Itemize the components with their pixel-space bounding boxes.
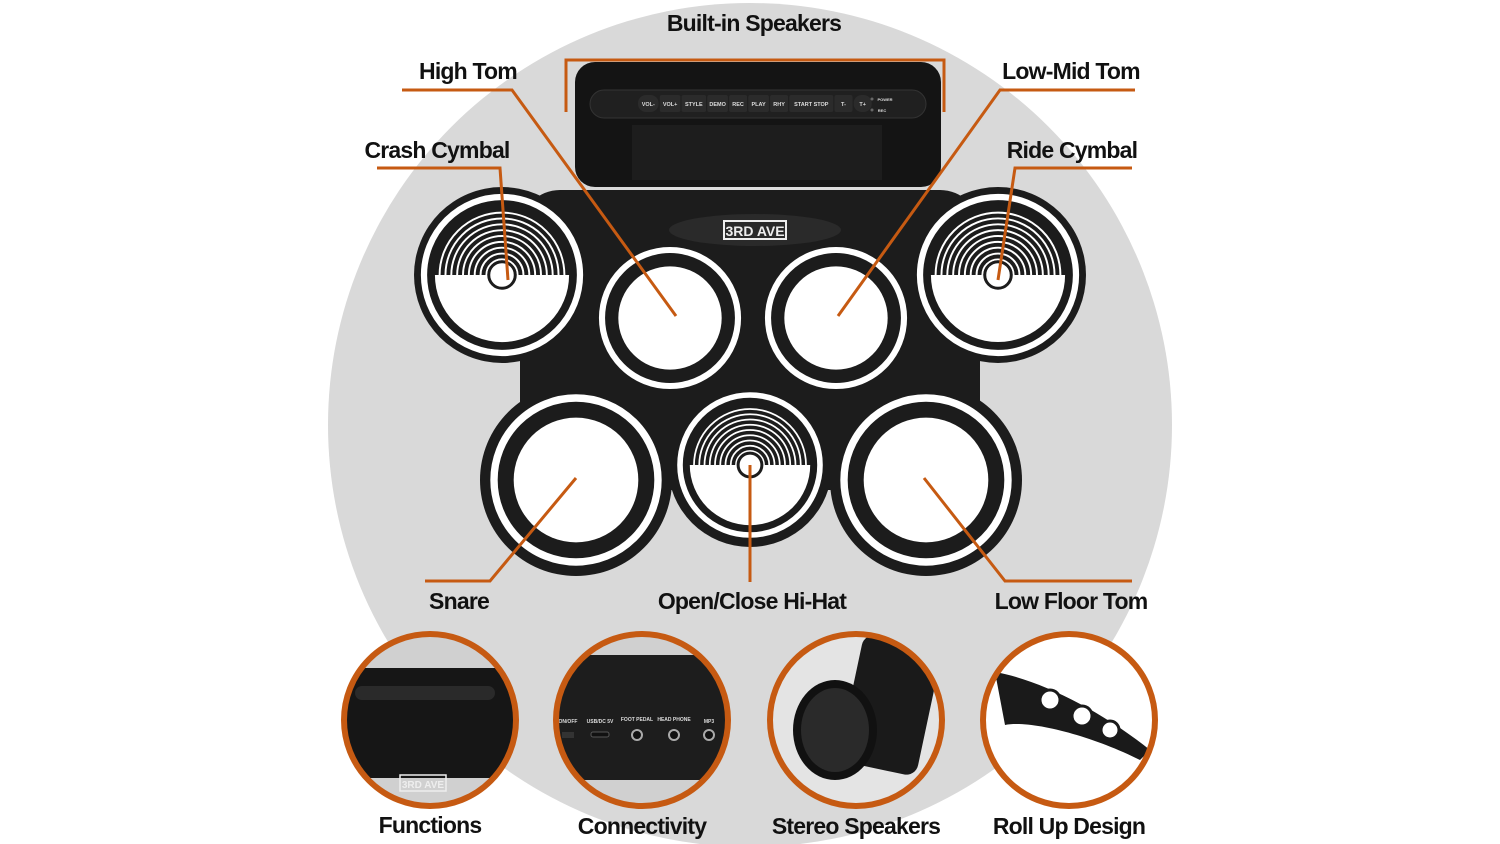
leader-lines [377,58,1135,583]
rec-indicator-label: REC [878,108,887,113]
label-low-mid-tom: Low-Mid Tom [1002,58,1140,84]
speaker-button-label: VOL- [642,102,655,108]
pad-high-tom [598,246,742,390]
port-label: HEAD PHONE [657,717,691,723]
speaker-button-label: STYLE [685,102,703,108]
label-functions: Functions [379,812,482,838]
label-roll-up-design: Roll Up Design [993,813,1145,839]
usb-port [590,731,610,738]
label-snare: Snare [429,588,489,614]
feature-stereo-speakers [767,631,945,809]
port-label: FOOT PEDAL [621,717,653,723]
audio-jack [703,729,715,741]
speaker-button-label: DEMO [709,102,726,108]
label-ride-cymbal: Ride Cymbal [1007,137,1138,163]
label-hi-hat: Open/Close Hi-Hat [658,588,847,614]
feature-connectivity: ON/OFF USB/DC 5V FOOT PEDAL HEAD PHONE MP3 [553,631,731,809]
speaker-button[interactable] [853,95,872,112]
feature-functions: 3RD AVE [341,631,519,809]
speaker-button[interactable] [707,95,728,112]
speaker-button[interactable] [729,95,748,112]
label-connectivity: Connectivity [578,813,707,839]
speaker-button[interactable] [638,95,659,112]
speaker-button[interactable] [659,95,681,112]
label-stereo-speakers: Stereo Speakers [772,813,940,839]
label-high-tom: High Tom [419,58,517,84]
speaker-button-label: RHY [773,102,785,108]
label-low-floor-tom: Low Floor Tom [995,588,1148,614]
port-label: USB/DC 5V [587,719,614,725]
speaker-button-label: START STOP [794,102,829,108]
brand-logo: 3RD AVE [725,223,784,239]
port-label: ON/OFF [559,719,578,725]
brand-logo-small: 3RD AVE [402,780,445,791]
feature-roll-up [980,631,1158,809]
speaker-button[interactable] [770,95,789,112]
power-switch [562,732,574,738]
audio-jack [668,729,680,741]
speaker-button[interactable] [789,95,834,112]
speaker-button-label: T+ [859,102,866,108]
speaker-button[interactable] [681,95,707,112]
pad-low-mid-tom [764,246,908,390]
speaker-button-label: PLAY [752,102,766,108]
pad-ride-cymbal [916,193,1080,357]
speaker-bar: VOL- VOL+ STYLE DEMO REC PLAY RHY START STOP T- T… [575,62,941,246]
speaker-button-label: T- [841,102,846,108]
speaker-button[interactable] [748,95,769,112]
speaker-button-label: VOL+ [663,102,678,108]
port-label: MP3 [704,719,715,725]
audio-jack [631,729,643,741]
label-built-in-speakers: Built-in Speakers [667,10,841,36]
power-indicator-label: POWER [877,97,892,102]
speaker-button[interactable] [834,95,853,112]
speaker-button-label: REC [732,102,744,108]
label-crash-cymbal: Crash Cymbal [364,137,509,163]
